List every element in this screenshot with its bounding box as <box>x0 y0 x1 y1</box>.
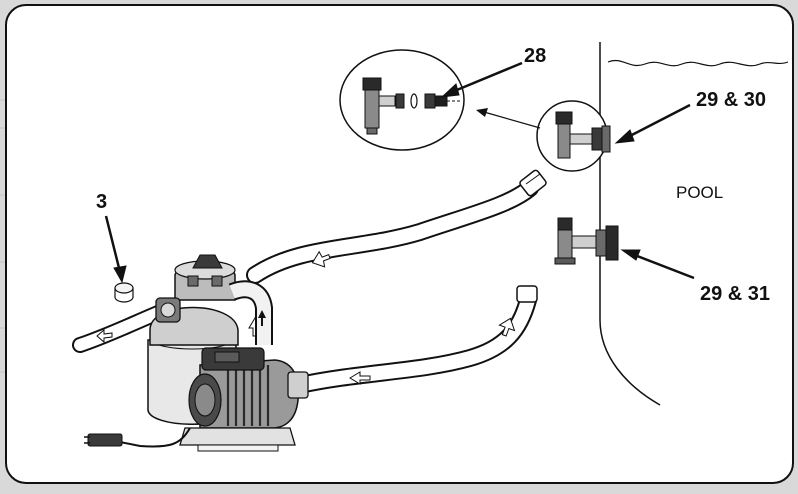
pump-base <box>179 427 296 446</box>
callout-28: 28 <box>524 45 546 67</box>
callout-29-31: 29 & 31 <box>700 283 770 305</box>
gfci-plug <box>87 433 123 447</box>
upper-hose <box>246 179 539 284</box>
lower-hose <box>291 291 537 394</box>
filter-pump-assembly <box>147 254 309 452</box>
lower-hose-connector <box>516 285 538 303</box>
exploded-detail <box>339 49 465 151</box>
pool-label: POOL <box>676 183 723 202</box>
power-cord <box>84 427 191 448</box>
valve-handle <box>192 254 223 269</box>
callout-3: 3 <box>96 191 107 213</box>
pool-water-line <box>607 60 789 67</box>
upper-fitting-detail <box>536 100 611 172</box>
lower-fitting <box>554 217 619 265</box>
cap-part <box>114 282 134 303</box>
callout-arrows <box>104 61 695 284</box>
detail-pointer-arrow <box>476 108 541 129</box>
pool-wall <box>599 42 661 406</box>
callout-29-30: 29 & 30 <box>696 89 766 111</box>
upper-hose-connector <box>519 169 547 197</box>
flow-arrows <box>96 250 516 385</box>
